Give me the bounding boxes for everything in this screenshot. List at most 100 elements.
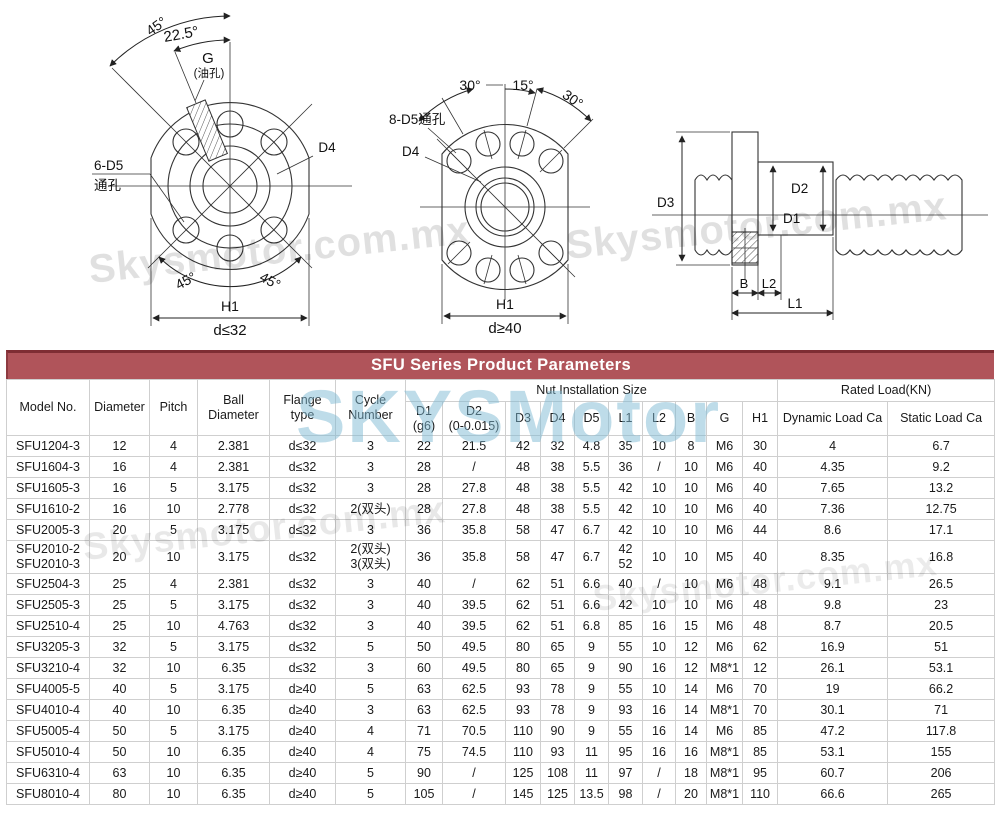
col-header-l1: L1 xyxy=(608,401,643,436)
cell: 2(双头) xyxy=(335,498,406,520)
cell: 3 xyxy=(335,456,406,478)
cell: 23 xyxy=(887,594,996,616)
cell: 25 xyxy=(89,615,150,637)
cell: 85 xyxy=(741,741,779,763)
h1-dim-label-middle: H1 xyxy=(496,296,514,312)
cell: 6.7 xyxy=(887,435,996,457)
eight-d5-holes-label: 8-D5通孔 xyxy=(389,112,446,127)
cell: 145 xyxy=(505,783,541,805)
cell: 6.6 xyxy=(574,594,609,616)
cell: M6 xyxy=(706,636,743,658)
cell: 42 xyxy=(505,435,541,457)
d4-label-middle-diagram: D4 xyxy=(402,144,420,159)
cell: 12.75 xyxy=(887,498,996,520)
angle-15-label: 15° xyxy=(512,77,533,93)
d4-label-left-diagram: D4 xyxy=(318,140,336,155)
cell: 74.5 xyxy=(442,741,506,763)
cell: 6.6 xyxy=(574,573,609,595)
cell: M5 xyxy=(706,540,743,574)
cell: 108 xyxy=(540,762,575,784)
cell: 90 xyxy=(405,762,443,784)
cell: 155 xyxy=(887,741,996,763)
cell: 25 xyxy=(89,573,150,595)
cell: 4 xyxy=(149,435,198,457)
cell: 3.175 xyxy=(197,519,270,541)
oil-hole-slot xyxy=(186,99,229,162)
col-header-d2: D2 (0-0.015) xyxy=(442,401,506,436)
cell: 38 xyxy=(540,498,575,520)
cell: d≤32 xyxy=(269,573,336,595)
cell: 6.7 xyxy=(574,540,609,574)
cell: 75 xyxy=(405,741,443,763)
cell: 110 xyxy=(505,741,541,763)
cell: SFU5005-4 xyxy=(6,720,90,742)
cell: / xyxy=(642,573,676,595)
cell: d≥40 xyxy=(269,678,336,700)
cell: 27.8 xyxy=(442,498,506,520)
cell: 16.9 xyxy=(777,636,889,658)
cell: 48 xyxy=(505,498,541,520)
cell: / xyxy=(442,762,506,784)
d1-dim-label: D1 xyxy=(783,211,800,226)
cell: 5.5 xyxy=(574,456,609,478)
cell: 55 xyxy=(608,678,643,700)
cell: 53.1 xyxy=(777,741,889,763)
cell: 6.35 xyxy=(197,699,270,721)
cell: 16 xyxy=(642,657,676,679)
cell: 93 xyxy=(608,699,643,721)
cell: d≥40 xyxy=(269,720,336,742)
cell: d≥40 xyxy=(269,783,336,805)
cell: 9 xyxy=(574,720,609,742)
cell: d≤32 xyxy=(269,519,336,541)
cell: 10 xyxy=(675,498,707,520)
cell: 85 xyxy=(608,615,643,637)
cell: 10 xyxy=(149,699,198,721)
technical-drawings: 45° 22.5° G (油孔) 6-D5 通孔 D4 45° 45° H1 d… xyxy=(92,12,988,339)
cell: 5 xyxy=(149,477,198,499)
nut-body xyxy=(757,161,834,236)
col-header-static-load: Static Load Ca xyxy=(887,401,996,436)
cell: 4.8 xyxy=(574,435,609,457)
cell: 4.763 xyxy=(197,615,270,637)
cell: SFU2010-2 SFU2010-3 xyxy=(6,540,90,574)
cell: 28 xyxy=(405,498,443,520)
cell: 5 xyxy=(335,636,406,658)
cell: 20 xyxy=(89,540,150,574)
cell: SFU1605-3 xyxy=(6,477,90,499)
cell: 10 xyxy=(149,657,198,679)
cell: 4.35 xyxy=(777,456,889,478)
cell: 70.5 xyxy=(442,720,506,742)
cell: 10 xyxy=(149,498,198,520)
cell: 9.8 xyxy=(777,594,889,616)
cell: 4 xyxy=(777,435,889,457)
size-note-left: d≤32 xyxy=(213,322,246,339)
cell: 3 xyxy=(335,699,406,721)
cell: 80 xyxy=(505,657,541,679)
cell: 27.8 xyxy=(442,477,506,499)
cell: 32 xyxy=(89,636,150,658)
cell: 66.2 xyxy=(887,678,996,700)
cell: SFU6310-4 xyxy=(6,762,90,784)
cell: 16.8 xyxy=(887,540,996,574)
cell: 3 xyxy=(335,573,406,595)
cell: 11 xyxy=(574,762,609,784)
flange-diagram-8hole: 30° 15° 30° 8-D5通孔 D4 H1 d≥40 xyxy=(389,77,594,337)
cell: 10 xyxy=(642,477,676,499)
cell: 40 xyxy=(741,498,779,520)
cell: 95 xyxy=(608,741,643,763)
side-section-diagram: D3 D2 D1 B L2 L1 xyxy=(652,131,988,320)
cell: 12 xyxy=(741,657,779,679)
cell: 30 xyxy=(741,435,779,457)
cell: 2.381 xyxy=(197,456,270,478)
cell: 9 xyxy=(574,678,609,700)
cell: 70 xyxy=(741,678,779,700)
cell: 19 xyxy=(777,678,889,700)
cell: / xyxy=(442,456,506,478)
cell: 90 xyxy=(540,720,575,742)
cell: 3.175 xyxy=(197,678,270,700)
cell: 10 xyxy=(149,762,198,784)
cell: 42 xyxy=(608,519,643,541)
